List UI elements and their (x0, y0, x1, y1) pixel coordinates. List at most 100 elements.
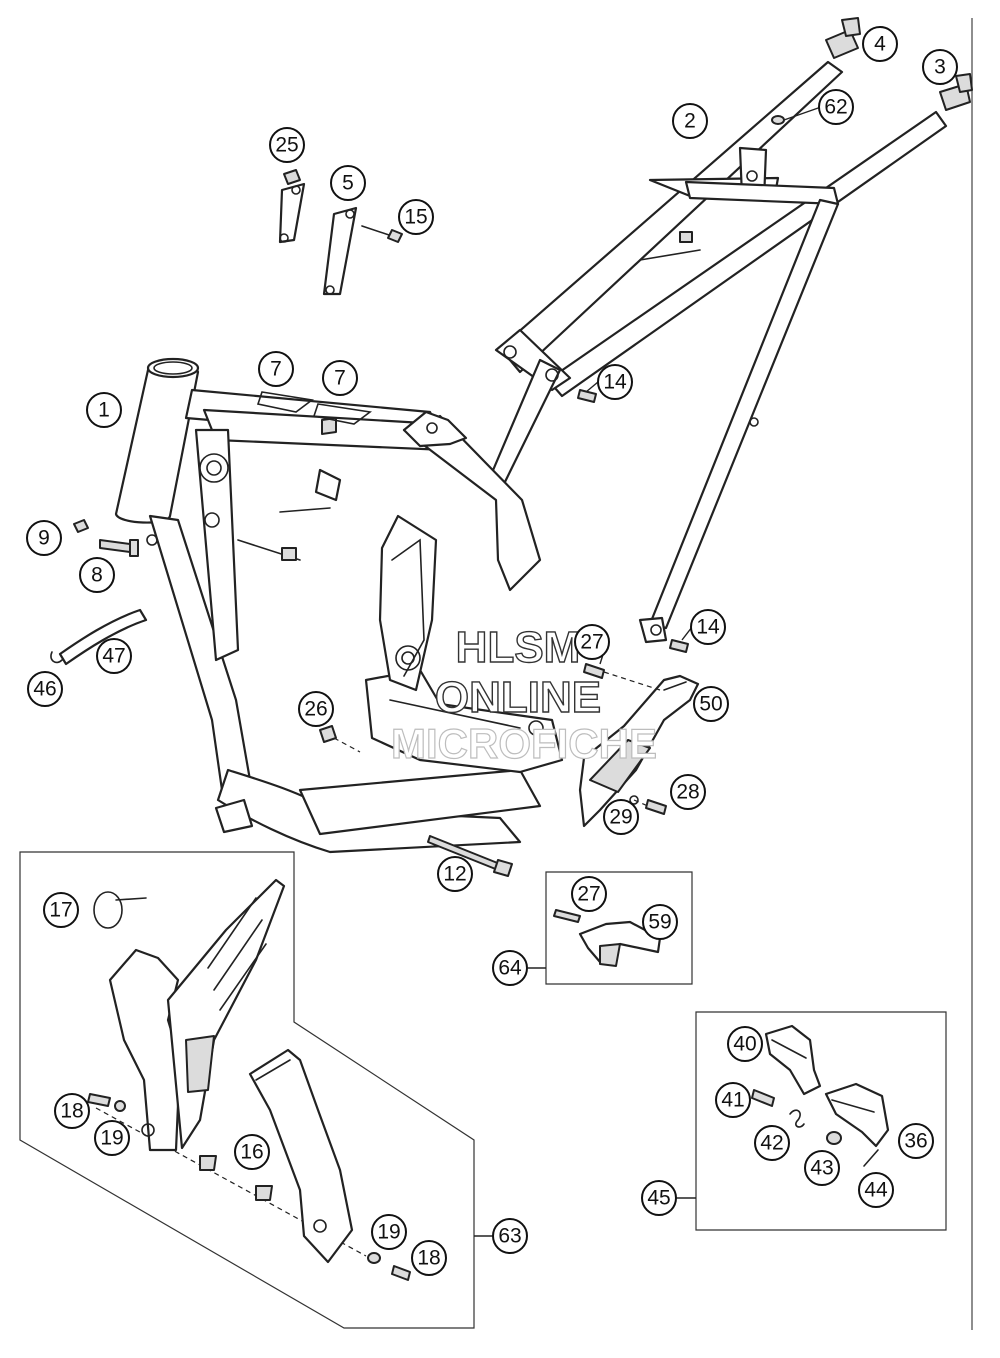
callout-46: 46 (27, 671, 63, 707)
callout-43: 43 (804, 1150, 840, 1186)
svg-text:16: 16 (240, 1141, 263, 1164)
svg-text:25: 25 (275, 134, 298, 157)
svg-text:17: 17 (49, 899, 72, 922)
svg-text:19: 19 (377, 1221, 400, 1244)
callout-63: 63 (492, 1218, 528, 1254)
svg-text:46: 46 (33, 678, 56, 701)
callout-15: 15 (398, 199, 434, 235)
vent-hose-drawing (50, 608, 148, 666)
bolt-62-drawing (771, 115, 785, 125)
svg-text:64: 64 (498, 957, 522, 980)
svg-text:41: 41 (721, 1089, 744, 1112)
svg-text:5: 5 (342, 172, 354, 195)
footrest-kit-box (676, 1011, 947, 1231)
callout-4: 4 (862, 26, 898, 62)
frame-protector-left-drawing (108, 878, 286, 1152)
frame-protector-right-drawing (248, 1048, 354, 1264)
cable-tie-drawing (93, 891, 147, 929)
svg-text:19: 19 (100, 1127, 123, 1150)
svg-text:14: 14 (603, 371, 627, 394)
callout-14b: 14 (690, 609, 726, 645)
svg-text:27: 27 (580, 631, 603, 654)
watermark-line-3: MICROFICHE (391, 720, 657, 767)
callout-18a: 18 (54, 1093, 90, 1129)
callout-27b: 27 (571, 876, 607, 912)
svg-text:12: 12 (443, 863, 466, 886)
callout-26: 26 (298, 691, 334, 727)
subframe-bolt-drawing (577, 389, 689, 653)
subframe-end-cap-left-drawing (825, 17, 861, 59)
svg-text:8: 8 (91, 564, 103, 587)
callout-9: 9 (26, 520, 62, 556)
callout-19a: 19 (94, 1120, 130, 1156)
callout-40: 40 (727, 1026, 763, 1062)
callout-44: 44 (858, 1172, 894, 1208)
svg-text:26: 26 (304, 698, 327, 721)
footrest-drawing (751, 1024, 890, 1167)
swingarm-bolt-drawing (427, 835, 513, 877)
svg-text:29: 29 (609, 806, 632, 829)
callout-3: 3 (922, 49, 958, 85)
callout-8: 8 (79, 557, 115, 593)
callout-14a: 14 (597, 364, 633, 400)
svg-text:28: 28 (676, 781, 699, 804)
svg-text:45: 45 (647, 1187, 670, 1210)
subframe-drawing (486, 60, 948, 644)
callout-27a: 27 (574, 624, 610, 660)
subframe-end-cap-right-drawing (939, 73, 973, 111)
callout-16: 16 (234, 1134, 270, 1170)
callout-7b: 7 (322, 360, 358, 396)
nut-26-drawing (319, 725, 337, 743)
svg-text:4: 4 (874, 33, 886, 56)
callout-41: 41 (715, 1082, 751, 1118)
svg-text:62: 62 (824, 96, 847, 119)
chain-slider-drawing (553, 909, 662, 967)
steering-bolt-drawing (73, 519, 139, 557)
callout-5: 5 (330, 165, 366, 201)
callout-17: 17 (43, 892, 79, 928)
callout-62: 62 (818, 89, 854, 125)
callout-42: 42 (754, 1125, 790, 1161)
svg-text:14: 14 (696, 616, 720, 639)
svg-text:9: 9 (38, 527, 50, 550)
svg-text:50: 50 (699, 693, 722, 716)
callout-2: 2 (672, 103, 708, 139)
callout-47: 47 (96, 638, 132, 674)
callout-50: 50 (693, 686, 729, 722)
svg-text:2: 2 (684, 110, 696, 133)
chain-slider-kit-box (528, 871, 693, 985)
callout-28: 28 (670, 774, 706, 810)
svg-text:59: 59 (648, 911, 671, 934)
svg-text:36: 36 (904, 1130, 927, 1153)
callout-29: 29 (603, 799, 639, 835)
callout-45: 45 (641, 1180, 677, 1216)
callout-7a: 7 (258, 351, 294, 387)
svg-text:7: 7 (334, 367, 346, 390)
watermark: HLSM ONLINE MICROFICHE (390, 622, 657, 767)
svg-text:15: 15 (404, 206, 427, 229)
frame-protector-kit-box (19, 851, 494, 1329)
svg-text:18: 18 (60, 1100, 83, 1123)
callout-12: 12 (437, 856, 473, 892)
svg-text:7: 7 (270, 358, 282, 381)
callout-18b: 18 (411, 1240, 447, 1276)
svg-text:44: 44 (864, 1179, 888, 1202)
engine-hanger-drawing (278, 169, 403, 296)
svg-text:3: 3 (934, 56, 946, 79)
svg-text:27: 27 (577, 883, 600, 906)
frame-decal-drawing (256, 391, 373, 425)
watermark-line-1: HLSM (456, 623, 581, 672)
callout-19b: 19 (371, 1214, 407, 1250)
svg-text:43: 43 (810, 1157, 833, 1180)
chain-guide-drawing (578, 663, 700, 828)
svg-text:18: 18 (417, 1247, 440, 1270)
callout-36: 36 (898, 1123, 934, 1159)
svg-text:42: 42 (760, 1132, 783, 1155)
svg-text:47: 47 (102, 645, 125, 668)
main-frame-drawing (114, 357, 564, 854)
callout-1: 1 (86, 392, 122, 428)
svg-text:40: 40 (733, 1033, 756, 1056)
callout-64: 64 (492, 950, 528, 986)
callout-25: 25 (269, 127, 305, 163)
